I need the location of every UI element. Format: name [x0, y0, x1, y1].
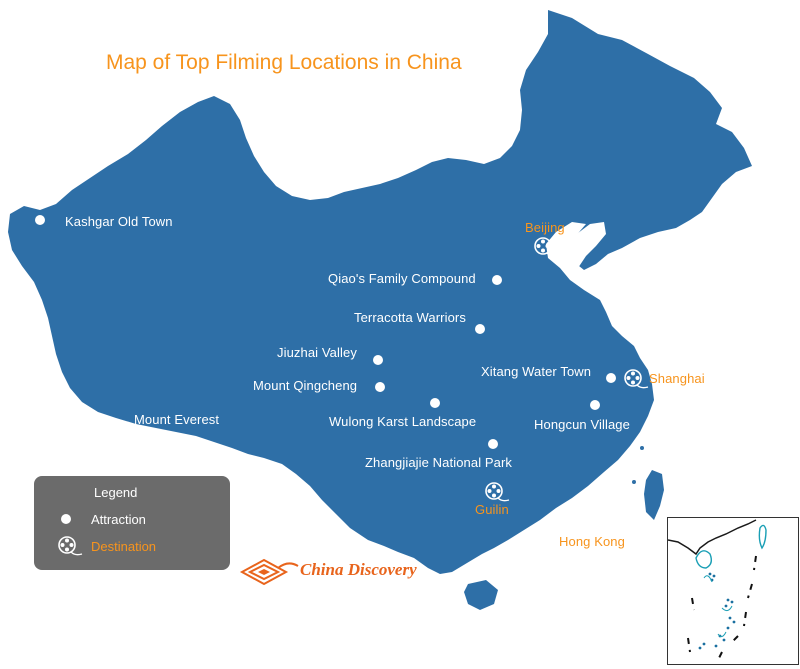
- coastal-island: [632, 480, 636, 484]
- inset-coastline: [667, 519, 757, 556]
- map-legend: Legend Attraction Destination: [34, 476, 230, 570]
- attraction-label-xitang: Xitang Water Town: [481, 364, 592, 379]
- attraction-label-jiuzhai: Jiuzhai Valley: [277, 345, 357, 360]
- destination-label-beijing: Beijing: [525, 220, 565, 235]
- attraction-dot-everest: [146, 429, 156, 439]
- inset-islands: [703, 575, 733, 638]
- map-title: Map of Top Filming Locations in China: [106, 51, 462, 74]
- taiwan-island: [644, 470, 664, 520]
- inset-map-svg: [667, 519, 767, 661]
- film-reel-icon: [58, 536, 83, 556]
- south-china-sea-inset: [667, 517, 799, 665]
- bohai-sea: [558, 222, 606, 272]
- attraction-dot-jiuzhai: [373, 355, 383, 365]
- hainan-island: [464, 580, 498, 610]
- china-discovery-logo-icon: [239, 558, 299, 586]
- film-reel-icon: [546, 515, 571, 535]
- coastal-island: [640, 446, 644, 450]
- destination-label-guilin: Guilin: [475, 502, 509, 517]
- attraction-label-wulong: Wulong Karst Landscape: [329, 414, 477, 429]
- attraction-dot-qiao: [492, 275, 502, 285]
- attraction-dot-zhangjiajie: [488, 439, 498, 449]
- attraction-label-qiao: Qiao's Family Compound: [328, 271, 476, 286]
- legend-title: Legend: [94, 485, 138, 500]
- inset-boundary: [687, 555, 757, 661]
- film-reel-icon: [485, 482, 510, 502]
- attraction-dot-wulong: [430, 398, 440, 408]
- china-landmass: [8, 10, 752, 574]
- film-reel-icon: [624, 369, 649, 389]
- attraction-dot-kashgar: [35, 215, 45, 225]
- destination-label-shanghai: Shanghai: [649, 371, 705, 386]
- attraction-label-zhangjiajie: Zhangjiajie National Park: [365, 455, 513, 470]
- attraction-dot-terracotta: [475, 324, 485, 334]
- inset-islands: [698, 572, 736, 650]
- attraction-label-qingcheng: Mount Qingcheng: [253, 378, 358, 393]
- logo-text: China Discovery: [300, 560, 417, 579]
- destination-label-hong-kong: Hong Kong: [559, 534, 625, 549]
- film-reel-icon: [534, 237, 559, 257]
- white-dot-icon: [61, 514, 71, 524]
- attraction-label-everest: Mount Everest: [134, 412, 220, 427]
- legend-attraction-label: Attraction: [91, 512, 146, 527]
- legend-destination-label: Destination: [91, 539, 157, 554]
- attraction-label-hongcun: Hongcun Village: [534, 417, 630, 432]
- attraction-dot-hongcun: [590, 400, 600, 410]
- inset-taiwan: [758, 524, 767, 550]
- attraction-dot-qingcheng: [375, 382, 385, 392]
- attraction-label-terracotta: Terracotta Warriors: [354, 310, 466, 325]
- attraction-dot-xitang: [606, 373, 616, 383]
- attraction-label-kashgar: Kashgar Old Town: [65, 214, 173, 229]
- inset-hainan: [695, 550, 713, 569]
